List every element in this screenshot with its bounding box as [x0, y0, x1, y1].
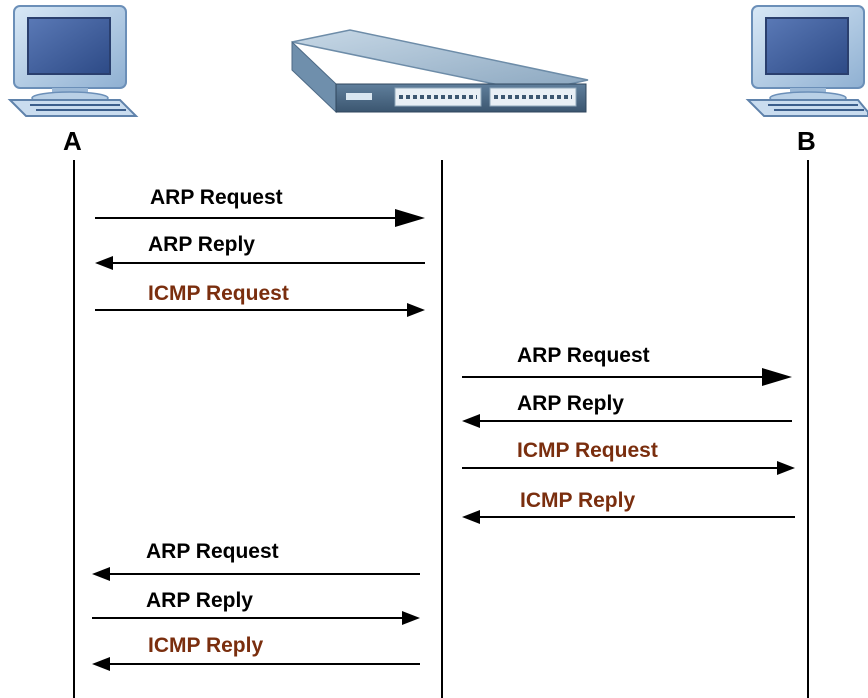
arrowhead-right-icon [402, 611, 420, 625]
arrowhead-left-icon [462, 510, 480, 524]
switch-icon [291, 29, 589, 114]
message-label: ARP Reply [148, 233, 255, 256]
arrowhead-right-icon [395, 209, 425, 227]
arrowhead-right-icon [762, 368, 792, 386]
message-label: ARP Request [146, 540, 279, 563]
arrowhead-right-icon [777, 461, 795, 475]
arrowhead-right-icon [407, 303, 425, 317]
arrowhead-left-icon [95, 256, 113, 270]
message-label: ICMP Reply [148, 634, 264, 657]
message-arrows [92, 209, 795, 671]
message-label: ICMP Request [148, 282, 289, 305]
message-label: ARP Request [517, 344, 650, 367]
computer-a-icon [7, 5, 139, 117]
message-label: ARP Reply [517, 392, 624, 415]
computer-b-icon [745, 5, 868, 117]
message-label: ICMP Request [517, 439, 658, 462]
arrowhead-left-icon [92, 567, 110, 581]
message-label: ARP Reply [146, 589, 253, 612]
node-label-b: B [797, 126, 816, 156]
arrowhead-left-icon [92, 657, 110, 671]
message-label: ICMP Reply [520, 489, 636, 512]
message-label: ARP Request [150, 186, 283, 209]
node-label-a: A [63, 126, 82, 156]
arrowhead-left-icon [462, 414, 480, 428]
